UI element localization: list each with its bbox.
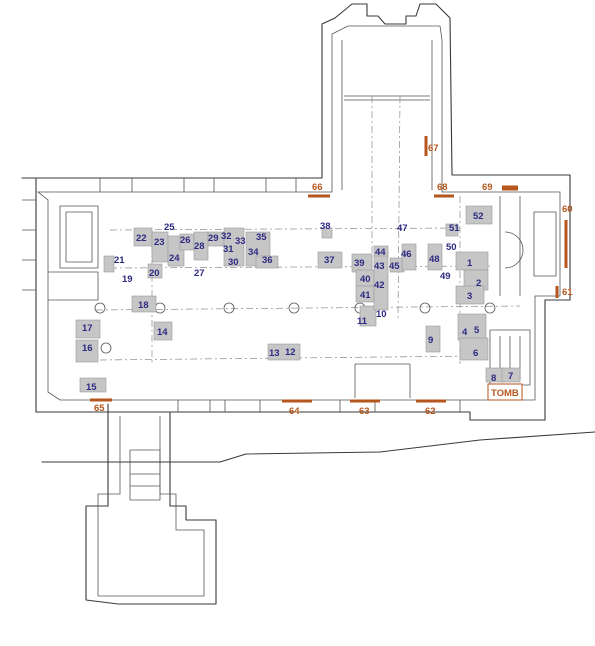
stone-label: 17: [82, 323, 93, 334]
walls: [21, 3, 595, 605]
stone-label: 47: [397, 223, 408, 234]
stone-label: 16: [82, 343, 93, 354]
stone-label: 42: [374, 280, 385, 291]
stone-label: 37: [324, 255, 335, 266]
window-label: 62: [425, 406, 436, 417]
window-label: 65: [94, 403, 105, 414]
stone-label: 10: [376, 309, 387, 320]
memorial-slabs: [75, 205, 521, 393]
window-labels: 60 61 62 63 64 65 66 67 68 69: [94, 143, 573, 417]
stone-label: 50: [446, 242, 457, 253]
window-marks: [90, 136, 568, 403]
stone-label: 19: [122, 274, 133, 285]
stone-label: 12: [285, 347, 296, 358]
stone-label: 25: [164, 222, 175, 233]
window-label: 67: [428, 143, 439, 154]
stone-label: 1: [467, 258, 473, 269]
stone-label: 44: [375, 247, 386, 258]
stone-label: 21: [114, 255, 125, 266]
window-label: 68: [437, 182, 448, 193]
stone-label: 48: [429, 254, 440, 265]
window-label: 63: [359, 406, 370, 417]
tomb-box: [487, 383, 523, 401]
window-label: 64: [289, 406, 300, 417]
stone-label: 32: [221, 231, 232, 242]
stone-label: 22: [136, 233, 147, 244]
stone-label: 27: [194, 268, 205, 279]
stone-label: 38: [320, 221, 331, 232]
stone-label: 35: [256, 232, 267, 243]
stone-label: 9: [428, 335, 433, 346]
stone-label: 7: [508, 371, 513, 382]
stone-label: 15: [86, 382, 97, 393]
stone-label: 2: [476, 278, 481, 289]
alignment-guides: [95, 95, 521, 364]
stone-label: 29: [208, 233, 219, 244]
stone-label: 33: [235, 236, 246, 247]
stone-label: 4: [462, 327, 468, 338]
stone-label: 3: [467, 291, 472, 302]
stone-label: 31: [223, 244, 234, 255]
window-label: 66: [312, 182, 323, 193]
stone-label: 24: [169, 253, 180, 264]
stone-label: 20: [149, 268, 160, 279]
stone-label: 46: [401, 249, 412, 260]
stone-label: 41: [360, 290, 371, 301]
stone-label: 43: [374, 261, 385, 272]
stone-label: 14: [157, 327, 168, 338]
stone-label: 49: [440, 271, 451, 282]
stone-label: 26: [180, 235, 191, 246]
stone-label: 45: [389, 261, 400, 272]
stone-label: 6: [473, 348, 478, 359]
pillars: [94, 302, 496, 354]
stone-label: 28: [194, 241, 205, 252]
window-label: 61: [562, 287, 573, 298]
stone-label: 39: [354, 258, 365, 269]
stone-labels: 1 2 3 4 5 6 7 8 9 10 11 12 13 14 15 16 1…: [82, 211, 513, 393]
stone-label: 13: [269, 348, 280, 359]
stone-label: 30: [228, 257, 239, 268]
window-label: 69: [482, 182, 493, 193]
stone-label: 18: [138, 300, 149, 311]
window-label: 60: [562, 204, 573, 215]
stone-label: 52: [473, 211, 484, 222]
stone-label: 8: [491, 373, 496, 384]
stone-label: 5: [474, 325, 480, 336]
stone-label: 36: [262, 255, 273, 266]
stone-label: 34: [248, 247, 259, 258]
stone-label: 11: [357, 316, 368, 327]
stone-label: 51: [449, 223, 460, 234]
stone-label: 40: [360, 274, 371, 285]
stone-label: 23: [154, 237, 165, 248]
tomb-label: TOMB: [491, 388, 519, 399]
